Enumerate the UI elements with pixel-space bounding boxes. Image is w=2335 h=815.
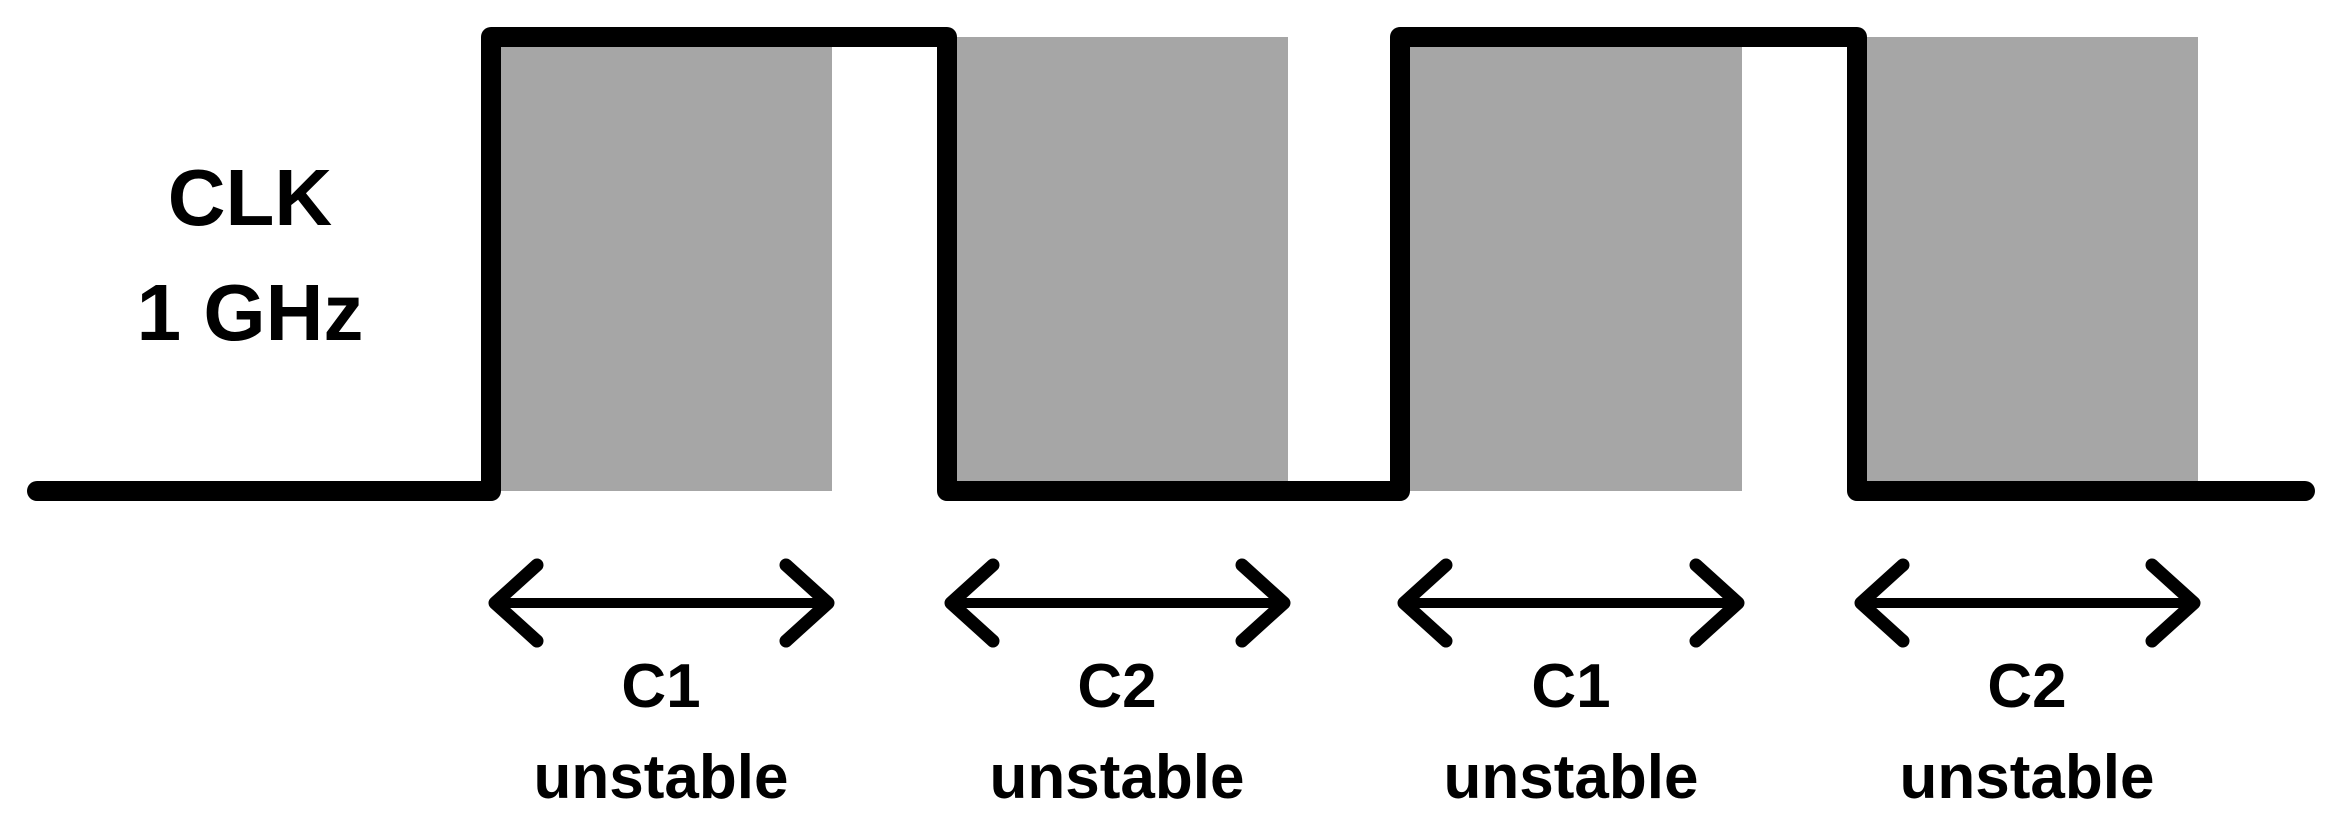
arrowhead-right-icon — [1235, 558, 1291, 648]
clock-waveform — [27, 27, 2315, 501]
double-arrow-icon — [488, 558, 835, 648]
signal-label-block: CLK 1 GHz — [137, 153, 364, 357]
arrowhead-left-icon — [1854, 558, 1910, 648]
arrowhead-left-icon — [488, 558, 544, 648]
region-state-label: unstable — [1900, 743, 2155, 812]
double-arrow-icon — [1397, 558, 1745, 648]
region-phase-label: C1 — [621, 652, 700, 721]
region-state-label: unstable — [534, 743, 789, 812]
region-state-label: unstable — [990, 743, 1245, 812]
unstable-shade-region — [1400, 37, 1742, 491]
region-phase-label: C2 — [1077, 652, 1156, 721]
region-phase-label: C1 — [1531, 652, 1610, 721]
unstable-shade-regions — [491, 37, 2198, 491]
unstable-shade-region — [1857, 37, 2198, 491]
unstable-interval-2: C2 unstable — [944, 558, 1291, 812]
unstable-shade-region — [947, 37, 1288, 491]
signal-frequency-label: 1 GHz — [137, 268, 364, 357]
arrowhead-left-icon — [1397, 558, 1453, 648]
region-phase-label: C2 — [1987, 652, 2066, 721]
arrowhead-right-icon — [1689, 558, 1745, 648]
arrowhead-right-icon — [2145, 558, 2201, 648]
unstable-interval-4: C2 unstable — [1854, 558, 2201, 812]
unstable-interval-3: C1 unstable — [1397, 558, 1745, 812]
arrowhead-left-icon — [944, 558, 1000, 648]
region-state-label: unstable — [1444, 743, 1699, 812]
double-arrow-icon — [1854, 558, 2201, 648]
unstable-interval-1: C1 unstable — [488, 558, 835, 812]
arrowhead-right-icon — [779, 558, 835, 648]
unstable-shade-region — [491, 37, 832, 491]
double-arrow-icon — [944, 558, 1291, 648]
signal-name-label: CLK — [168, 153, 333, 242]
